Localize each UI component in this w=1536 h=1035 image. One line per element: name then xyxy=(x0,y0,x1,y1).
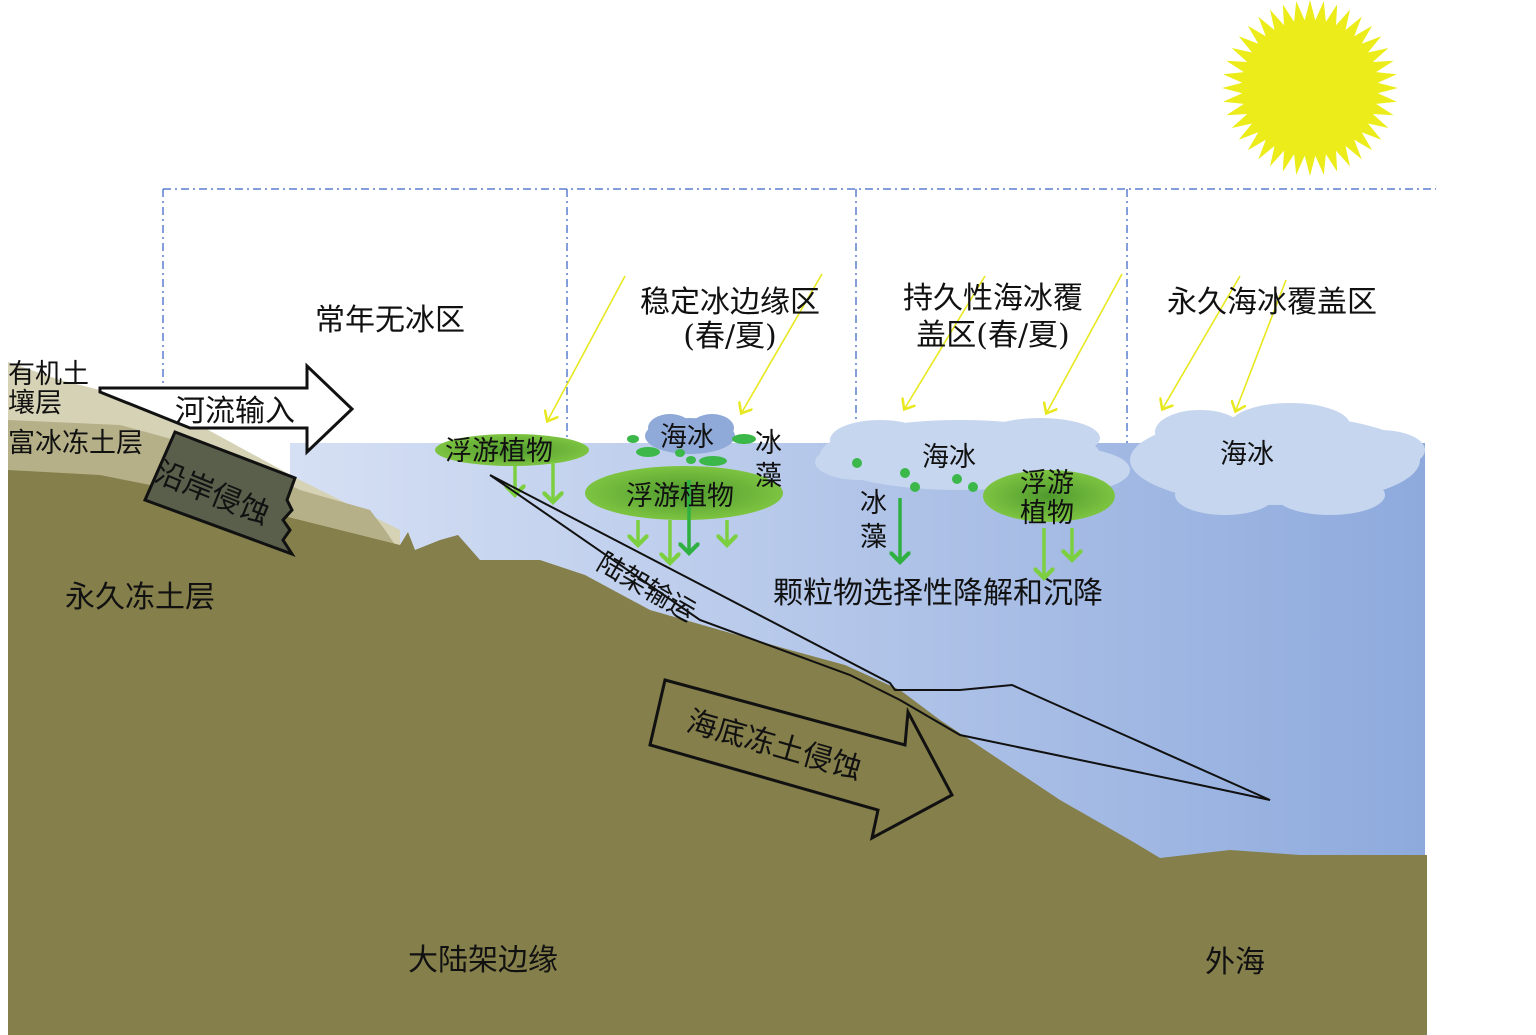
phytoplankton-2 xyxy=(585,466,783,520)
sea-ice-label-2: 海冰 xyxy=(922,442,976,473)
ice-algae-label-1a: 冰 xyxy=(755,428,782,459)
open-sea-label: 外海 xyxy=(1205,945,1265,980)
organic-soil-label-1: 有机土 xyxy=(8,359,89,390)
sun-icon xyxy=(1222,0,1398,176)
zone-persistent-ice-2: 盖区(春/夏) xyxy=(916,318,1070,353)
phytoplankton-label-3a: 浮游 xyxy=(1020,468,1074,499)
shelf-transport-arrow xyxy=(489,474,1271,801)
ice-algae-label-1b: 藻 xyxy=(755,461,782,492)
ice-rich-permafrost-label: 富冰冻土层 xyxy=(8,428,143,459)
permafrost-label: 永久冻土层 xyxy=(65,580,215,615)
zone-persistent-ice-1: 持久性海冰覆 xyxy=(903,281,1083,316)
phytoplankton-3 xyxy=(983,470,1115,522)
sea-ice-small xyxy=(645,414,735,454)
ice-algae-label-2b: 藻 xyxy=(860,522,887,553)
zone-ice-free: 常年无冰区 xyxy=(315,303,465,338)
zone-stable-ice-edge-season: (春/夏) xyxy=(683,319,777,354)
phytoplankton-label-2: 浮游植物 xyxy=(626,481,734,512)
ice-algae-sinking-arrows xyxy=(689,480,900,562)
phytoplankton-label-1: 浮游植物 xyxy=(445,436,553,467)
river-input-arrow xyxy=(98,362,355,456)
zone-stable-ice-edge: 稳定冰边缘区 xyxy=(640,285,820,320)
sea-ice-permanent xyxy=(1130,403,1425,515)
sea-ice-label-3: 海冰 xyxy=(1220,439,1274,470)
phytoplankton-1 xyxy=(435,434,589,466)
ice-algae-label-2a: 冰 xyxy=(860,488,887,519)
phytoplankton-label-3b: 植物 xyxy=(1020,498,1074,529)
subsea-erosion-arrow xyxy=(648,678,955,841)
river-input-label: 河流输入 xyxy=(175,394,295,429)
particle-degradation-label: 颗粒物选择性降解和沉降 xyxy=(773,576,1103,611)
sea-ice-label-1: 海冰 xyxy=(660,422,714,453)
zone-permanent-ice: 永久海冰覆盖区 xyxy=(1167,285,1377,320)
sinking-arrows xyxy=(515,462,1072,578)
organic-soil-label-2: 壤层 xyxy=(8,388,62,419)
sunlight-rays xyxy=(548,273,1287,420)
coastal-erosion-block xyxy=(142,430,297,557)
shelf-margin-label: 大陆架边缘 xyxy=(408,943,558,978)
ice-algae-dots xyxy=(627,434,978,492)
